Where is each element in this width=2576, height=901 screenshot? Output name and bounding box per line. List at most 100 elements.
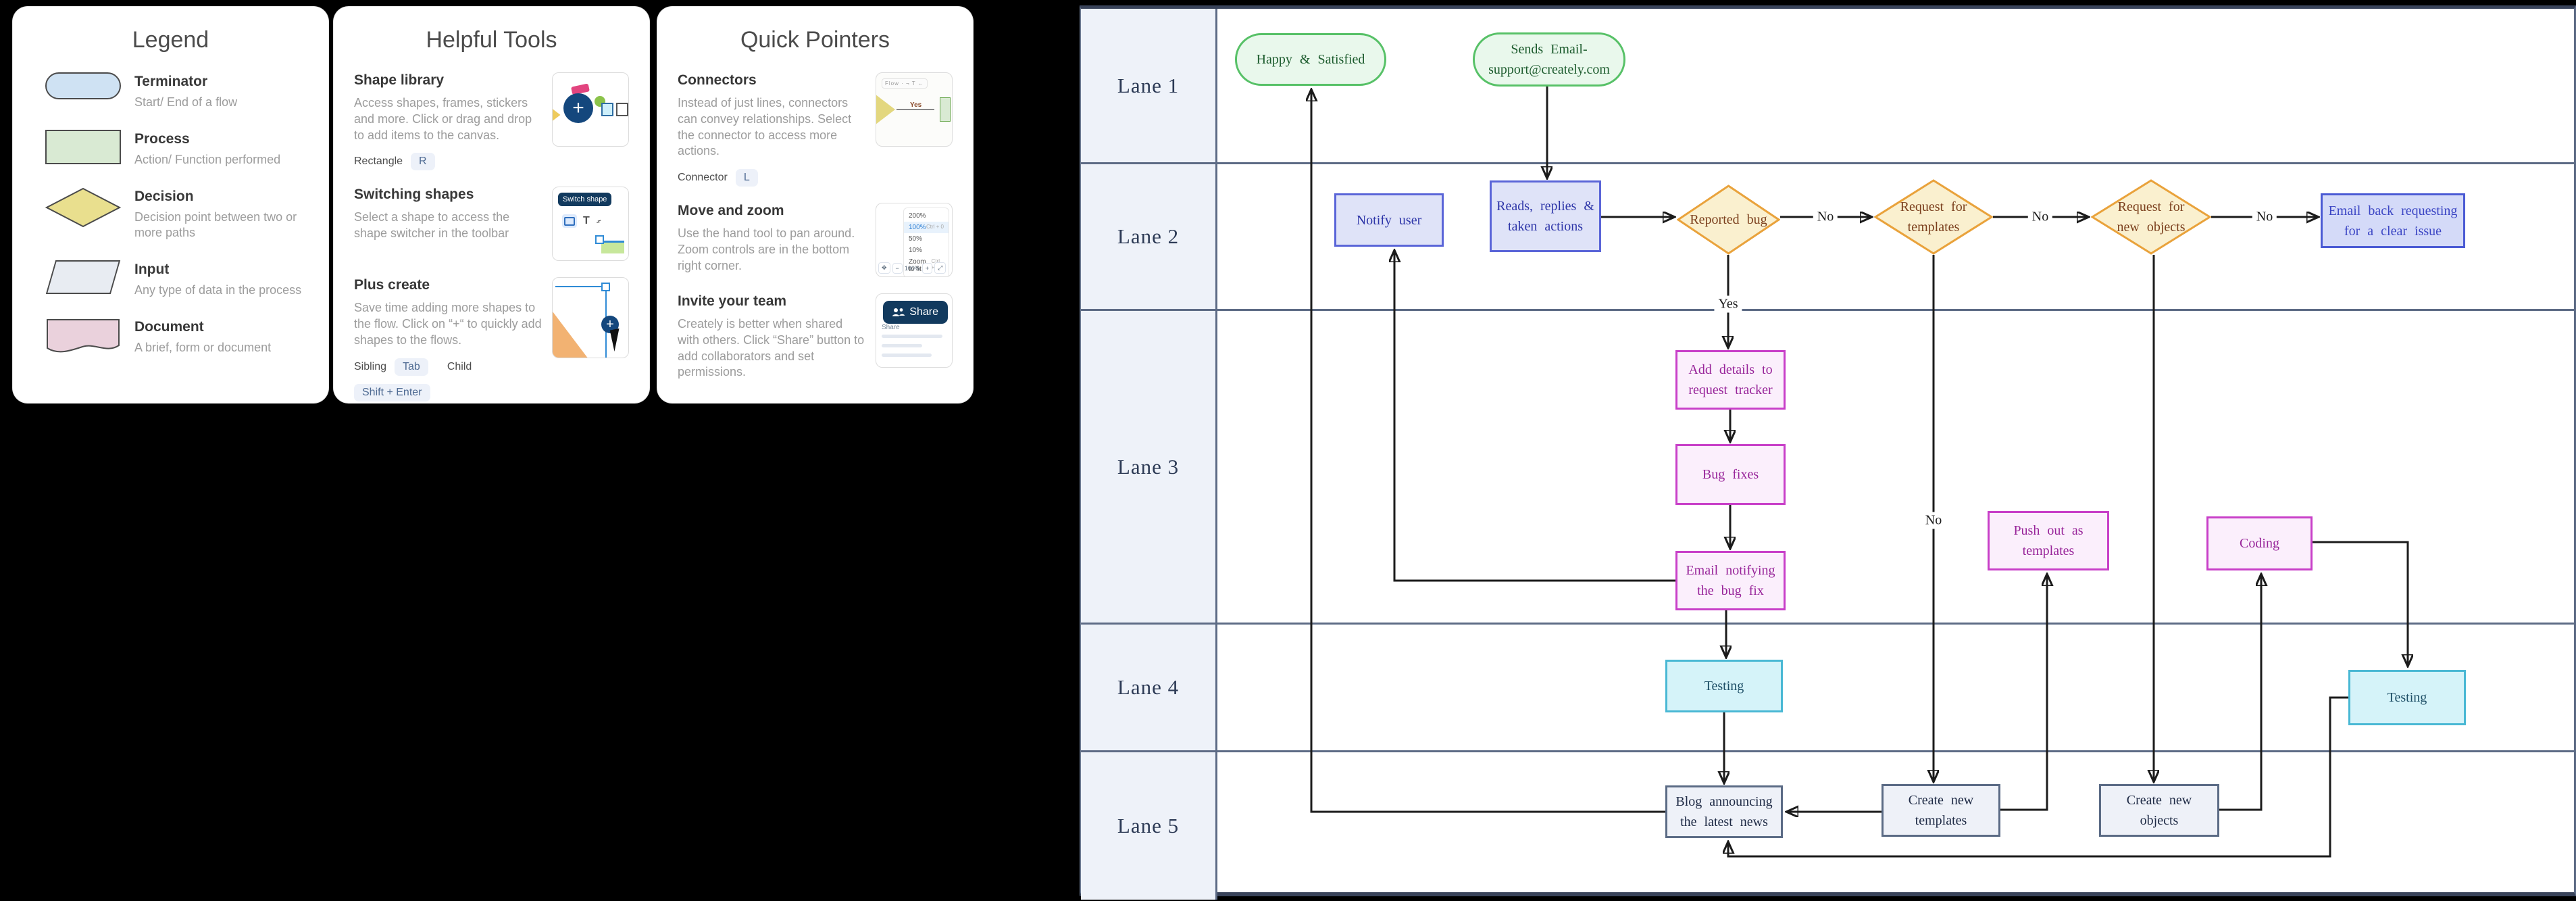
legend-item-title: Input bbox=[134, 262, 170, 278]
lane-header-1[interactable]: Lane 1 bbox=[1081, 9, 1217, 162]
quick-pointers-card: Quick Pointers Connectors Instead of jus… bbox=[657, 7, 973, 403]
node-sends-email[interactable]: Sends Email-support@creately.com bbox=[1473, 32, 1625, 87]
legend-item-desc: Any type of data in the process bbox=[134, 283, 302, 297]
edge-label-no-3: No bbox=[1813, 208, 1838, 226]
section-heading: Plus create bbox=[354, 277, 430, 293]
zoom-value: 100% bbox=[904, 264, 920, 272]
shortcut-label: Child bbox=[447, 360, 472, 372]
node-reads-replies[interactable]: Reads, replies &taken actions bbox=[1490, 180, 1601, 252]
plus-create-icon: + bbox=[601, 316, 619, 334]
lane-label: Lane 1 bbox=[1117, 73, 1180, 97]
helpful-tools-title: Helpful Tools bbox=[426, 27, 557, 53]
section-body: Save time adding more shapes to the flow… bbox=[354, 301, 542, 347]
lane-header-3[interactable]: Lane 3 bbox=[1081, 311, 1217, 623]
lane-body-1 bbox=[1217, 9, 2574, 162]
helpful-tools-card: Helpful Tools Shape library Access shape… bbox=[334, 7, 649, 403]
node-notify-user[interactable]: Notify user bbox=[1334, 193, 1444, 247]
connectors-thumbnail: Flow · ¬ T ← Yes bbox=[876, 72, 953, 147]
decision-shape-icon bbox=[45, 187, 121, 228]
share-dialog-title: Share bbox=[882, 324, 900, 331]
section-plus-create: Plus create Save time adding more shapes… bbox=[354, 277, 629, 401]
node-label: Sends Email-support@creately.com bbox=[1488, 42, 1610, 77]
node-reported-bug[interactable]: Reported bug bbox=[1677, 185, 1780, 255]
input-shape-icon bbox=[45, 260, 121, 295]
node-label: Bug fixes bbox=[1702, 467, 1759, 482]
node-coding[interactable]: Coding bbox=[2206, 516, 2313, 570]
node-testing-1[interactable]: Testing bbox=[1665, 660, 1783, 712]
node-happy[interactable]: Happy & Satisfied bbox=[1235, 33, 1386, 86]
zoom-in-button: + bbox=[921, 262, 933, 274]
share-button: Share bbox=[883, 301, 948, 324]
shortcut-label: Sibling bbox=[354, 360, 387, 372]
lane-label: Lane 3 bbox=[1117, 454, 1180, 479]
section-body: Creately is better when shared with othe… bbox=[678, 317, 865, 379]
node-label: Coding bbox=[2240, 536, 2279, 551]
section-heading: Switching shapes bbox=[354, 187, 474, 203]
rectangle-tool-icon bbox=[562, 214, 577, 228]
add-shape-plus-icon: + bbox=[563, 93, 593, 123]
shortcut-key-badge: Tab bbox=[395, 358, 428, 376]
node-label: Happy & Satisfied bbox=[1256, 52, 1365, 67]
node-testing-2[interactable]: Testing bbox=[2348, 670, 2466, 725]
cursor-icon bbox=[609, 328, 624, 352]
legend-item-desc: Start/ End of a flow bbox=[134, 95, 238, 109]
section-body: Access shapes, frames, stickers and more… bbox=[354, 96, 532, 142]
node-label: Testing bbox=[2387, 690, 2427, 705]
node-label: Testing bbox=[1704, 679, 1744, 693]
legend-item-input: Input Any type of data in the process bbox=[33, 260, 308, 298]
lane-row-3: Lane 3 bbox=[1081, 311, 2574, 625]
edge-label-yes-6: Yes bbox=[1714, 295, 1742, 313]
section-body: Select a shape to access the shape switc… bbox=[354, 210, 510, 240]
shape-preview bbox=[601, 241, 624, 254]
share-thumbnail: Share Share bbox=[876, 293, 953, 368]
node-bug-fixes[interactable]: Bug fixes bbox=[1675, 444, 1786, 505]
legend-item-desc: Action/ Function performed bbox=[134, 153, 281, 167]
edge-label-no-5: No bbox=[2252, 208, 2277, 226]
connector-tool-icon: ⌁ bbox=[592, 215, 605, 227]
lanes: Lane 1 Lane 2 Lane 3 Lane 4 Lane 5 bbox=[1081, 9, 2574, 900]
lane-header-2[interactable]: Lane 2 bbox=[1081, 164, 1217, 309]
lane-header-5[interactable]: Lane 5 bbox=[1081, 752, 1217, 900]
people-icon bbox=[892, 308, 905, 316]
shape-library-thumbnail: + bbox=[552, 72, 629, 147]
legend-title: Legend bbox=[132, 27, 209, 53]
legend-item-title: Decision bbox=[134, 189, 194, 205]
lane-label: Lane 2 bbox=[1117, 224, 1180, 248]
zoom-toolbar: ✥ − 100% + ⤢ bbox=[878, 262, 950, 274]
lane-label: Lane 4 bbox=[1117, 675, 1180, 699]
edge-label-no-4: No bbox=[2027, 208, 2053, 226]
section-switching-shapes: Switching shapes Select a shape to acces… bbox=[354, 187, 629, 262]
node-label: Notify user bbox=[1356, 212, 1422, 228]
shortcut-key-badge: L bbox=[735, 169, 758, 187]
terminator-shape-icon bbox=[45, 72, 121, 99]
section-body: Instead of just lines, connectors can co… bbox=[678, 96, 852, 158]
section-shape-library: Shape library Access shapes, frames, sti… bbox=[354, 72, 629, 171]
section-move-zoom: Move and zoom Use the hand tool to pan a… bbox=[678, 203, 953, 277]
section-heading: Move and zoom bbox=[678, 203, 784, 218]
legend-item-document: Document A brief, form or document bbox=[33, 318, 308, 356]
lane-row-1: Lane 1 bbox=[1081, 9, 2574, 164]
section-heading: Shape library bbox=[354, 72, 445, 88]
pan-hand-icon: ✥ bbox=[878, 262, 890, 274]
yes-label: Yes bbox=[910, 101, 922, 109]
lane-header-4[interactable]: Lane 4 bbox=[1081, 625, 1217, 750]
legend-item-desc: Decision point between two or more paths bbox=[134, 210, 297, 240]
legend-item-title: Document bbox=[134, 319, 204, 335]
swimlane-canvas[interactable]: Lane 1 Lane 2 Lane 3 Lane 4 Lane 5 Happy & S… bbox=[1080, 5, 2576, 900]
legend-item-title: Terminator bbox=[134, 74, 208, 89]
